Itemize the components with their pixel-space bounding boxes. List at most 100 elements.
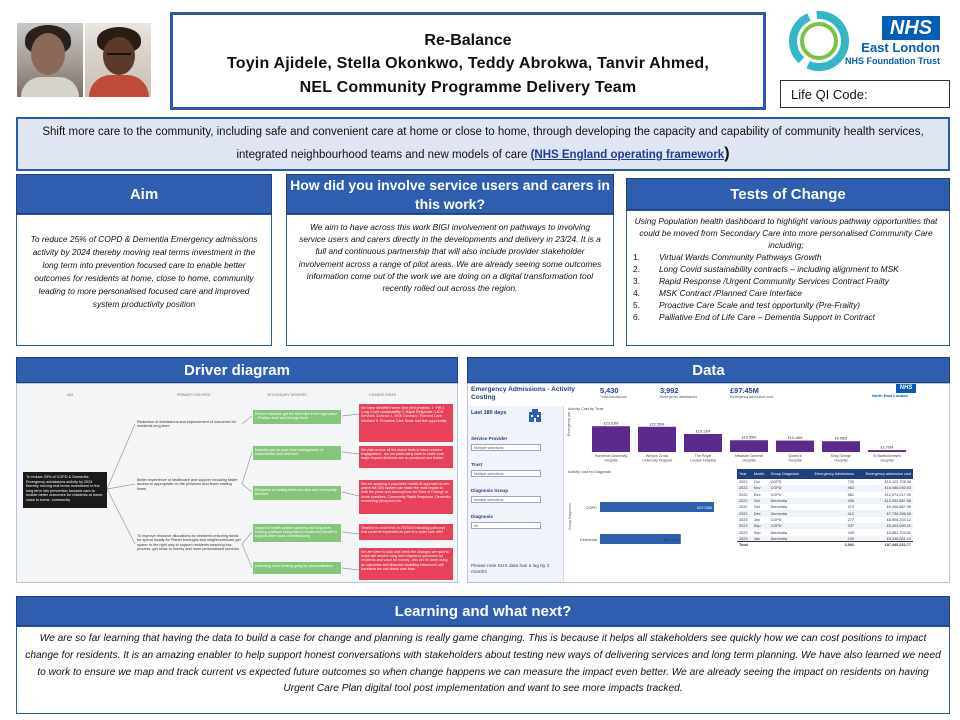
driver-diagram: AIM PRIMARY DRIVERS SECONDARY DRIVERS CH… [16,383,458,583]
trust-tick-label: St Bartholomew's [873,454,901,458]
filter-provider-select[interactable]: Multiple selections [471,444,541,451]
table-cell: Total [737,541,752,549]
dd-idea-5: We are keen to look and check the change… [359,548,453,580]
banner-link[interactable]: (NHS England operating framework [530,149,725,161]
table-header[interactable]: Year [737,469,752,479]
dd-idea-3: We are applying a population health AI a… [359,480,453,514]
diag-bar [600,534,681,544]
table-cell: 277 [847,517,854,522]
poster-title: Re-Balance [424,32,512,49]
poster-team: NEL Community Programme Delivery Team [299,79,637,96]
table-header-row: Year Month Group Diagnosis Emergency Adm… [737,469,913,479]
table-cell: 2022 [737,510,752,517]
dd-col-primary: PRIMARY DRIVERS [177,393,211,397]
table-cell: Nov [751,485,769,492]
filter-group-select[interactable]: Multiple selections [471,496,541,503]
dd-aim-box: To reduce 25% of COPD & Dementia Emergen… [23,472,107,508]
table-cell: Dec [753,492,761,497]
table-cell: 496 [805,497,856,505]
table-cell: £7,736,396.09 [855,510,913,517]
table-cell: 473 [847,505,854,510]
table-cell: 3,992 [805,541,856,549]
dd-connectors [106,413,360,571]
trust-subname: NHS Foundation Trust [845,56,940,66]
table-header[interactable]: Month [751,469,769,479]
trust-data-label: £10.18M [788,436,803,440]
table-cell: 962 [805,485,856,492]
table-total-row: Total 3,992£97,445,222.77 [737,541,913,549]
tests-heading: Tests of Change [626,178,950,210]
table-cell: Dec [751,510,769,517]
filter-group-label: Diagnosis Group [471,488,509,493]
trust-bar [868,450,906,452]
trust-data-label: £10.55M [742,436,757,440]
table-cell: Dementia [768,510,806,517]
dd-col-secondary: SECONDARY DRIVERS [267,393,307,397]
table-cell: 2022 [739,505,748,510]
poster-authors: Toyin Ajidele, Stella Okonkwo, Teddy Abr… [226,55,710,72]
table-cell: £15,102,705.06 [884,480,911,485]
list-item: 5.Proactive Care Scale and test opportun… [633,300,861,310]
diag-tick-label: Dementia [580,537,598,542]
trust-bar [730,440,768,452]
trust-tick-label: Homerton University [595,454,628,458]
dd-primary-1: Reduction of admissions and improvement … [137,420,236,429]
dd-secondary-1: Ensure residents get the best care in th… [253,410,341,424]
table-cell: £97,445,222.77 [855,541,913,549]
table-cell: £12,574,217.09 [884,492,911,497]
diag-chart-ylabel: Group Diagnosis [568,503,572,530]
table-cell: Dementia [770,505,787,510]
trust-bar [592,426,630,452]
learning-heading: Learning and what next? [16,596,950,626]
life-qi-code: Life QI Code: [780,80,950,108]
table-cell: £5,336,001.19 [855,535,913,542]
tests-intro: Using Population health dashboard to hig… [634,216,938,250]
table-cell [768,541,806,549]
trust-tick-label: Hospital [789,458,802,462]
trust-tick-label: University Hospital [642,458,672,462]
dashboard-nhs-logo: NHS [896,384,916,393]
trust-tick-label: Hospital [881,458,894,462]
trust-tick-label: Hospital [743,458,756,462]
poster-title-box: Re-Balance Toyin Ajidele, Stella Okonkwo… [170,12,766,110]
table-cell: 2023 [739,517,748,522]
trust-chart-ylabel: Emergency adm... [567,412,571,436]
presenter-photo-1 [16,22,84,98]
filter-diagnosis-select[interactable]: All [471,522,541,529]
table-cell: 337 [805,523,856,530]
table-header[interactable]: Emergency Admissions [805,469,856,479]
dd-idea-4: Timeline is small tests in 2023/24 inclu… [359,524,453,540]
table-header[interactable]: Group Diagnosis [768,469,806,479]
filter-period[interactable]: Last 180 days [471,410,507,416]
table-cell: £8,906,204.12 [886,517,911,522]
trust-bar [638,426,676,452]
trust-tick-label: King George [831,454,851,458]
dd-idea-2: We plan across all the above tests to ha… [359,446,453,468]
table-cell: 249 [805,535,856,542]
list-item: 3.Rapid Response /Urgent Community Servi… [633,276,889,286]
dashboard-filters: Last 180 days Service Provider Multiple … [468,406,564,582]
table-header[interactable]: Emergency admission cost [855,469,913,479]
dd-idea-1: We have identified some nine pilot proje… [359,404,453,442]
trust-tick-label: Queen's [788,454,801,458]
filter-trust-select[interactable]: Multiple selections [471,470,541,477]
admissions-table: Year Month Group Diagnosis Emergency Adm… [737,469,913,549]
dd-secondary-2: Maintain you on your clear management of… [253,446,341,460]
table-cell: 2022 [739,492,748,497]
table-cell: 2023 [739,530,748,535]
table-cell: 2022 [737,497,752,505]
dd-primary-2: Better experience of healthcare and supp… [137,478,238,491]
list-item: 6.Palliative End of Life Care – Dementia… [633,312,876,322]
dd-col-aim: AIM [67,393,74,397]
dd-secondary-5: Unlocking more funding going for persona… [253,562,341,574]
sus-lag-note: Please note SUS data has a lag by 2 mont… [471,564,550,575]
